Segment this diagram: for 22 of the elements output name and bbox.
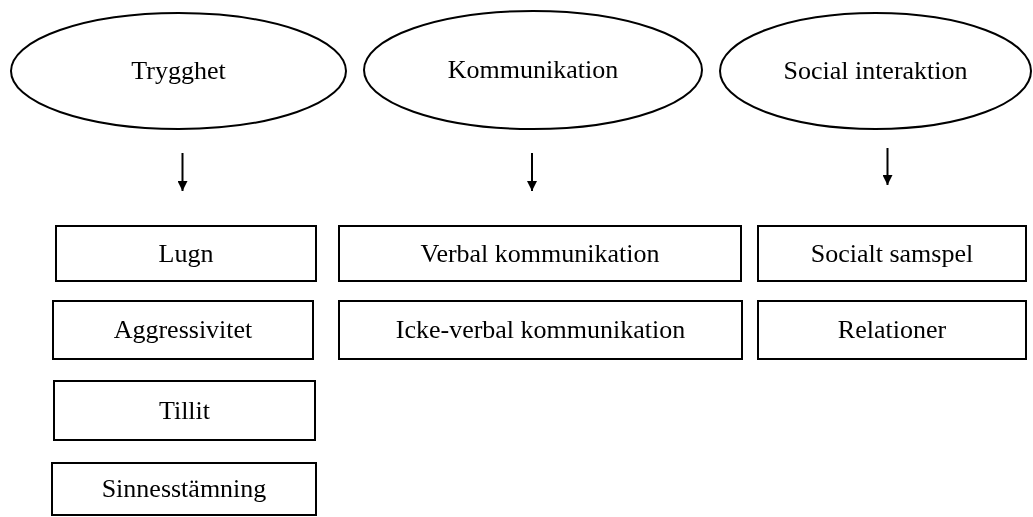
category-box	[51, 462, 317, 516]
arrow	[527, 152, 537, 192]
node-label: Lugn	[158, 238, 214, 269]
category-box	[55, 225, 317, 282]
arrow	[177, 152, 188, 192]
category-box	[52, 300, 314, 360]
node-label: Socialt samspel	[810, 238, 974, 269]
node-label: Icke-verbal kommunikation	[395, 315, 686, 345]
arrow	[882, 147, 893, 186]
category-box	[338, 225, 742, 282]
category-box	[338, 300, 743, 360]
node-label: Relationer	[837, 315, 947, 345]
node-label: Tillit	[158, 395, 211, 426]
node-label: Verbal kommunikation	[420, 238, 660, 269]
category-box	[757, 300, 1027, 360]
node-label: Kommunikation	[447, 55, 619, 85]
node-label: Aggressivitet	[113, 315, 253, 345]
node-label: Sinnesstämning	[101, 474, 267, 504]
node-label: Trygghet	[131, 56, 226, 86]
category-box	[53, 380, 316, 441]
category-box	[757, 225, 1027, 282]
node-label: Social interaktion	[783, 56, 968, 86]
